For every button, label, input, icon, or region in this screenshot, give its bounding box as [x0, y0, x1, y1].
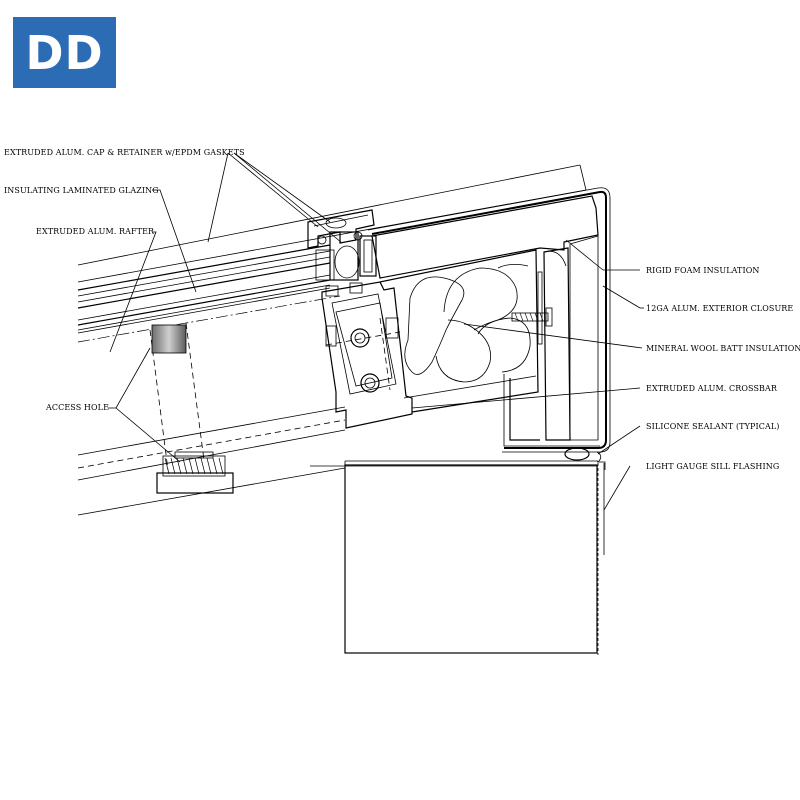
label-cap-retainer: EXTRUDED ALUM. CAP & RETAINER w/EPDM GAS… [4, 148, 245, 157]
cap-retainer [307, 209, 377, 281]
label-crossbar: EXTRUDED ALUM. CROSSBAR [646, 384, 778, 393]
closure-screw [511, 271, 553, 345]
exterior-closure [367, 187, 611, 463]
label-rafter: EXTRUDED ALUM. RAFTER [36, 227, 155, 236]
label-sealant: SILICONE SEALANT (TYPICAL) [646, 422, 779, 431]
label-mineral-wool: MINERAL WOOL BATT INSULATION [646, 344, 800, 353]
sill-block [344, 460, 598, 654]
label-access-hole: ACCESS HOLE [45, 403, 109, 412]
callout-labels: EXTRUDED ALUM. CAP & RETAINER w/EPDM GAS… [4, 148, 800, 471]
leader-lines [108, 152, 644, 511]
rigid-foam [371, 195, 599, 441]
sloped-glazing-system [77, 164, 587, 516]
crossbar [321, 281, 413, 429]
sill-flashing [597, 461, 606, 655]
dd-logo: DD [13, 17, 116, 88]
label-exterior-closure: 12GA ALUM. EXTERIOR CLOSURE [646, 304, 793, 313]
access-hole-fastener [156, 451, 234, 494]
sill-cavity [379, 249, 600, 447]
label-glazing: INSULATING LAMINATED GLAZING [4, 186, 159, 195]
label-rigid-foam: RIGID FOAM INSULATION [646, 266, 760, 275]
label-sill-flashing: LIGHT GAUGE SILL FLASHING [646, 462, 779, 471]
mineral-wool-batt [404, 264, 531, 383]
